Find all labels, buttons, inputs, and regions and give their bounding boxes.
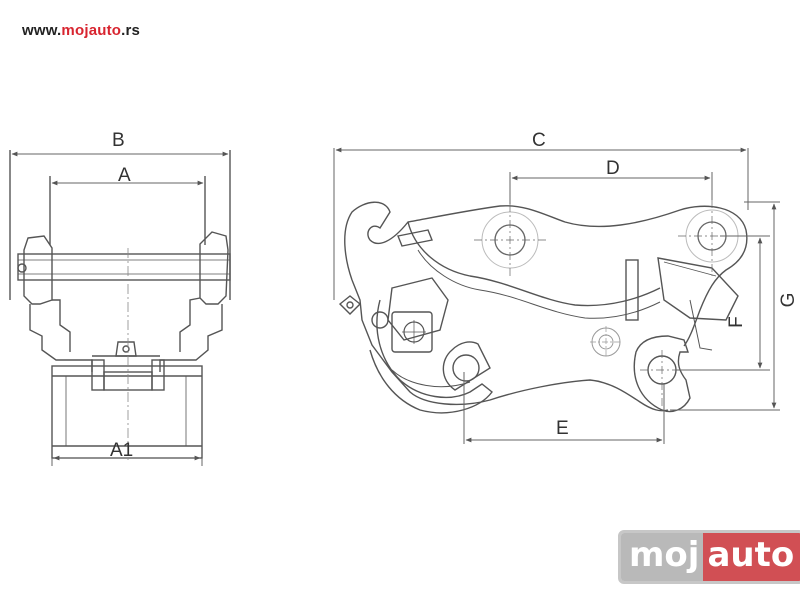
rear-pin-centerlines bbox=[640, 350, 690, 412]
bolt-left bbox=[402, 320, 426, 344]
logo-part-auto: auto bbox=[703, 533, 800, 581]
dim-label-f: F bbox=[726, 316, 747, 328]
logo-part-moj: moj bbox=[621, 533, 704, 581]
side-dimensions bbox=[333, 147, 780, 444]
dim-label-c: C bbox=[532, 130, 546, 151]
side-view bbox=[338, 201, 748, 414]
url-prefix: www. bbox=[22, 22, 62, 39]
dim-label-d: D bbox=[606, 158, 620, 179]
pin-hole-front bbox=[474, 204, 546, 276]
pin-hole-rear bbox=[678, 200, 746, 276]
front-view bbox=[9, 150, 231, 460]
dim-label-e: E bbox=[556, 418, 569, 439]
dim-label-a1: A1 bbox=[110, 440, 133, 461]
dim-label-a: A bbox=[118, 165, 131, 186]
url-brand: mojauto bbox=[61, 22, 122, 39]
url-suffix: .rs bbox=[121, 22, 141, 39]
dim-label-b: B bbox=[112, 130, 125, 151]
dim-label-g: G bbox=[778, 293, 799, 308]
front-dimensions bbox=[11, 151, 229, 466]
bolt-right bbox=[590, 326, 622, 358]
site-url[interactable]: www.mojauto.rs bbox=[22, 22, 140, 39]
